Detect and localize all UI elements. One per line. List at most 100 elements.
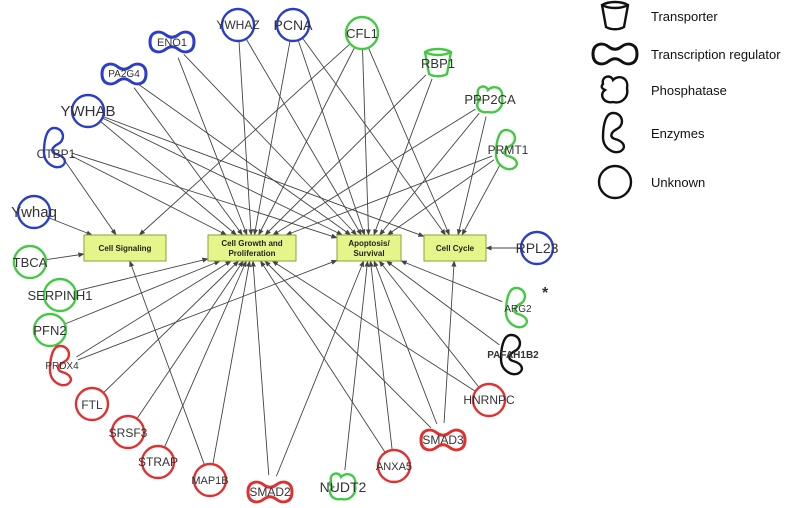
node-label: PAFAH1B2 — [487, 350, 539, 361]
node-smad3[interactable]: SMAD3 — [419, 428, 467, 452]
category-box-cyc[interactable]: Cell Cycle — [423, 234, 487, 262]
node-pcna[interactable]: PCNA — [274, 7, 314, 43]
node-label: STRAP — [138, 455, 178, 469]
node-smad2[interactable]: SMAD2 — [246, 480, 294, 504]
node-srsf3[interactable]: SRSF3 — [109, 414, 148, 450]
node-ywhab[interactable]: YWHAB — [60, 93, 116, 129]
node-serpinh1[interactable]: SERPINH1 — [27, 277, 93, 313]
peanut-shape — [100, 62, 148, 86]
node-eno1[interactable]: ENO1 — [148, 30, 196, 54]
node-anxa5[interactable]: ANXA5 — [376, 448, 412, 484]
peanut-shape — [148, 30, 196, 54]
node-ftl[interactable]: FTL — [74, 386, 110, 422]
enzyme-shape — [48, 344, 73, 387]
edge-ctbp1-gro — [70, 155, 228, 236]
category-label: Survival — [353, 249, 384, 258]
edge-cfl1-gro — [258, 47, 355, 236]
node-nudt2[interactable]: NUDT2 — [320, 472, 367, 501]
node-label: CFL1 — [346, 26, 378, 41]
edge-ppp2ca-apo — [379, 112, 480, 236]
edge-srsf3-gro — [137, 260, 244, 419]
node-ppp2ca[interactable]: PPP2CA — [464, 85, 516, 114]
circle-shape — [376, 448, 412, 484]
node-prdx4[interactable]: PRDX4 — [45, 344, 79, 387]
edge-pcna-apo — [298, 40, 366, 236]
edge-cfl1-sig — [138, 44, 350, 236]
edge-map1b-gro — [212, 260, 252, 464]
node-pfn2[interactable]: PFN2 — [32, 312, 68, 348]
enzyme-icon — [601, 111, 626, 154]
legend-label: Transcription regulator — [651, 47, 781, 62]
node-label: RPL23 — [516, 240, 559, 256]
edge-tbca-sig — [46, 252, 85, 260]
edge-ywhab-cyc — [103, 116, 425, 237]
category-box-sig[interactable]: Cell Signaling — [83, 234, 167, 262]
node-ywhaq[interactable]: Ywhaq — [11, 194, 57, 230]
node-ctbp1[interactable]: CTBP1 — [37, 126, 76, 169]
node-prmt1[interactable]: PRMT1 — [488, 128, 529, 171]
node-label: Ywhaq — [11, 204, 57, 221]
node-label: TBCA — [13, 255, 48, 270]
enzyme-shape — [494, 128, 519, 171]
node-label: YWHAZ — [216, 18, 259, 32]
edge-layer — [46, 38, 520, 477]
node-label: FTL — [81, 398, 103, 412]
edge-anxa5-gro — [260, 260, 386, 453]
node-strap[interactable]: STRAP — [138, 444, 178, 480]
transporter-icon — [600, 0, 630, 31]
edge-prmt1-apo — [386, 159, 495, 236]
node-rbp1[interactable]: RBP1 — [421, 47, 455, 78]
edge-ftl-gro — [103, 260, 240, 393]
category-label: Cell Growth and — [221, 239, 282, 248]
circle-shape — [140, 444, 176, 480]
node-rpl23[interactable]: RPL23 — [516, 230, 559, 266]
circle-shape — [275, 7, 311, 43]
node-label: CTBP1 — [37, 147, 76, 161]
peanut-shape — [246, 480, 294, 504]
node-hnrnpc[interactable]: HNRNPC — [463, 382, 515, 418]
category-label: Cell Cycle — [436, 244, 475, 253]
enzyme-shape — [42, 126, 67, 169]
node-map1b[interactable]: MAP1B — [191, 462, 229, 498]
edge-nudt2-apo — [344, 260, 370, 471]
node-ywhaz[interactable]: YWHAZ — [216, 7, 260, 43]
node-pafah1b2[interactable]: PAFAH1B2 — [487, 333, 539, 376]
edge-ywhaz-apo — [246, 39, 362, 236]
edge-smad3-apo — [373, 260, 438, 425]
circle-icon — [597, 164, 633, 200]
edge-pafah1b2-apo — [385, 260, 500, 346]
edge-pa2g4-gro — [133, 87, 243, 236]
legend-item-transcription-regulator: Transcription regulator — [591, 42, 781, 66]
circle-shape — [192, 462, 228, 498]
node-label: ANXA5 — [376, 461, 412, 473]
legend-label: Transporter — [651, 9, 718, 24]
node-cfl1[interactable]: CFL1 — [344, 15, 380, 51]
circle-shape — [32, 312, 68, 348]
edge-anxa5-apo — [368, 260, 393, 450]
edge-strap-gro — [164, 260, 247, 447]
edge-arg2-apo — [400, 260, 503, 303]
node-label: YWHAB — [60, 103, 115, 120]
category-box-apo[interactable]: Apoptosis/Survival — [336, 234, 402, 262]
edge-map1b-sig — [129, 260, 205, 465]
node-tbca[interactable]: TBCA — [13, 244, 48, 280]
edge-ctbp1-sig — [65, 161, 117, 236]
node-pa2g4[interactable]: PA2G4 — [100, 62, 148, 86]
edge-prdx4-gro — [76, 260, 232, 358]
edge-smad2-apo — [275, 260, 365, 477]
edge-rbp1-gro — [264, 74, 427, 236]
phosphatase-icon — [600, 75, 629, 104]
edge-ppp2ca-cyc — [456, 116, 487, 236]
legend-item-unknown: Unknown — [597, 164, 705, 200]
circle-shape — [471, 382, 507, 418]
node-arg2[interactable]: ARG2* — [504, 285, 549, 329]
node-label: PRMT1 — [488, 143, 529, 157]
circle-shape — [344, 15, 380, 51]
edge-pcna-cyc — [302, 38, 446, 236]
circle-shape — [74, 386, 110, 422]
legend-label: Enzymes — [651, 126, 705, 141]
edge-pcna-gro — [252, 41, 291, 236]
